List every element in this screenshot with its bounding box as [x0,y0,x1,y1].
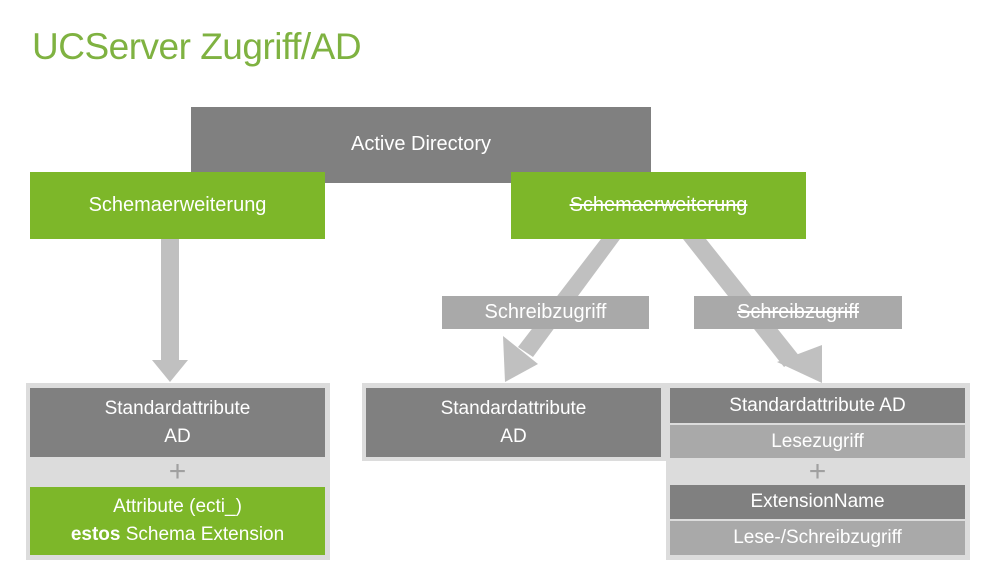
right-read-access: Lesezugriff [670,425,965,458]
left-standard-line2: AD [164,425,191,447]
write-access-struck-node: Schreibzugriff [694,296,902,329]
ecti-attribute-line2: estos Schema Extension [71,521,284,549]
extension-name: ExtensionName [670,485,965,519]
schema-extension-node-right: Schemaerweiterung [511,172,806,239]
left-standard-line1: Standardattribute [104,397,251,419]
page-title: UCServer Zugriff/AD [32,26,362,67]
right-standard-attributes: Standardattribute AD [670,388,965,423]
schema-extension-text: Schema Extension [125,524,285,545]
schema-extension-struck-label: Schemaerweiterung [569,194,748,216]
middle-standard-line2: AD [500,425,527,447]
schema-extension-node-left: Schemaerweiterung [30,172,325,239]
active-directory-node: Active Directory [191,107,651,183]
right-read-write-access: Lese-/Schreibzugriff [670,521,965,555]
middle-standard-line1: Standardattribute [440,397,587,419]
write-access-label: Schreibzugriff [442,296,649,329]
middle-standard-attributes: Standardattribute AD [366,388,661,457]
right-plus-icon: + [808,454,827,488]
left-ecti-attributes: Attribute (ecti_) estos Schema Extension [30,487,325,555]
arrow-down-left [152,239,188,382]
left-plus-icon: + [168,455,187,488]
estos-brand: estos [70,524,121,545]
write-access-struck-label: Schreibzugriff [737,301,859,323]
left-standard-attributes: Standardattribute AD [30,388,325,457]
ecti-attribute-line1: Attribute (ecti_) [113,496,242,517]
